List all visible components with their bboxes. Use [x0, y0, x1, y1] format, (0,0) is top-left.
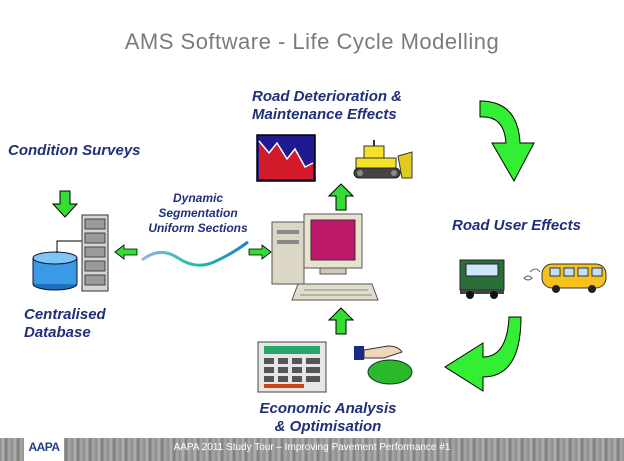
condition-surveys-label: Condition Surveys: [8, 142, 141, 159]
bus-icon: [523, 263, 607, 293]
road-deterioration-label: Road Deterioration & Maintenance Effects: [252, 88, 432, 124]
curved-arrow-down: [479, 100, 535, 183]
economic-analysis-label: Economic Analysis & Optimisation: [238, 400, 418, 436]
arrow-left-to-server: [114, 244, 138, 260]
dynamic-segmentation-label: Dynamic Segmentation Uniform Sections: [138, 191, 258, 236]
aapa-logo-text: AAPA: [28, 440, 60, 454]
footer-text: AAPA 2011 Study Tour – Improving Pavemen…: [173, 442, 451, 453]
centralised-line1: Centralised: [24, 306, 106, 323]
computer-icon: [271, 213, 379, 301]
economic-line1: Economic Analysis: [259, 400, 397, 417]
arrow-up-bottom: [328, 307, 354, 335]
database-connector: [56, 240, 89, 253]
deterioration-chart-icon: [256, 134, 316, 182]
server-rack-icon: [81, 214, 109, 292]
slide-title: AMS Software - Life Cycle Modelling: [124, 29, 500, 54]
money-hand-icon: [354, 345, 413, 385]
centralised-line2: Database: [24, 324, 91, 341]
truck-icon: [459, 259, 505, 299]
arrow-right-to-computer: [248, 244, 272, 260]
road-deterioration-line1: Road Deterioration &: [252, 88, 403, 105]
segmentation-wave: [141, 240, 249, 267]
arrow-up-top: [328, 183, 354, 211]
dynamic-line3: Uniform Sections: [148, 221, 248, 235]
dynamic-line1: Dynamic: [172, 191, 224, 205]
arrow-down-to-database: [52, 190, 78, 218]
road-deterioration-line2: Maintenance Effects: [252, 106, 397, 123]
curved-arrow-left: [444, 316, 522, 392]
bulldozer-icon: [353, 140, 413, 179]
road-user-effects-label: Road User Effects: [452, 217, 581, 234]
database-cylinder-icon: [32, 251, 78, 291]
calculator-icon: [257, 341, 327, 393]
aapa-logo: [24, 432, 64, 461]
economic-line2: & Optimisation: [274, 418, 382, 435]
centralised-database-label: Centralised Database: [24, 306, 106, 342]
dynamic-line2: Segmentation: [158, 206, 238, 220]
footer-bar: [0, 438, 624, 461]
